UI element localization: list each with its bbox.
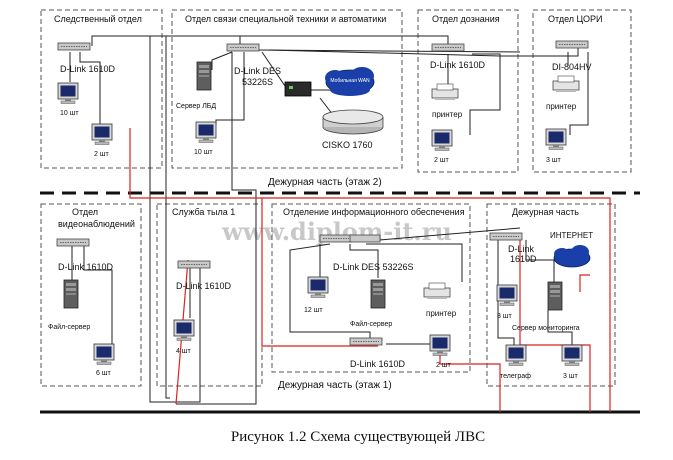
box-svyaz (171, 9, 403, 169)
switch-label: D-Link DES 53226S (333, 262, 414, 272)
switch-label: D-Link 1610D (350, 359, 406, 369)
switch-icon (349, 234, 381, 243)
wan-cloud-icon: Мобильная WAN (325, 67, 375, 96)
dept-title-line2: видеонаблюдений (58, 219, 135, 229)
router-icon (322, 109, 384, 135)
switch-label: D-Link DES (234, 66, 281, 76)
pc-monitor-icon (195, 121, 217, 143)
dept-title: Служба тыла 1 (172, 207, 235, 217)
pc-monitor-icon (545, 128, 567, 150)
server-label: Сервер ЛБД (176, 103, 216, 110)
dept-svyaz: Отдел связи специальной техники и автома… (176, 14, 386, 156)
dept-infosec: Отделение информационного обеспечения D-… (283, 207, 465, 369)
pc-monitor-icon (93, 343, 115, 365)
pc-count-label: 3 шт (497, 313, 512, 320)
pc-monitor-icon (561, 344, 583, 366)
printer-label: принтер (546, 102, 577, 111)
switch-icon (319, 234, 353, 243)
dept-title: Следственный отдел (54, 14, 142, 24)
internet-label: ИНТЕРНЕТ (550, 231, 593, 240)
box-video (40, 203, 142, 387)
floor-label-upper: Дежурная часть (этаж 2) (268, 177, 382, 188)
pc-monitor-icon (429, 334, 451, 356)
box-doznaniya (417, 9, 519, 173)
wan-label: Мобильная WAN (330, 78, 370, 84)
switch-icon (431, 43, 465, 52)
server-icon (370, 279, 386, 309)
switch-label: 53226S (242, 77, 273, 87)
box-tsori (532, 9, 632, 173)
modem-icon (284, 81, 312, 97)
wires-black (69, 35, 589, 405)
figure-caption: Рисунок 1.2 Схема существующей ЛВС (231, 429, 485, 445)
switch-icon (489, 232, 523, 241)
switch-label: 1610D (510, 254, 537, 264)
switch-icon (226, 43, 260, 52)
pc-count-label: 6 шт (96, 370, 111, 377)
printer-icon (552, 75, 580, 93)
pc-monitor-icon (91, 123, 113, 145)
switch-icon (349, 337, 383, 346)
dept-sledstvenny: Следственный отдел D-Link 1610D 10 шт 2 … (54, 14, 142, 158)
pc-count-label: 12 шт (304, 307, 323, 314)
switch-label: D-Link 1610D (430, 60, 486, 70)
server-label: Сервер мониторинга (512, 325, 580, 332)
printer-label: принтер (432, 110, 463, 119)
box-infosec (271, 203, 471, 373)
dept-doznaniya: Отдел дознания D-Link 1610D принтер 2 шт (430, 14, 500, 164)
server-label: Файл-сервер (350, 320, 392, 328)
switch-icon (56, 238, 90, 247)
box-duty (486, 203, 616, 387)
pc-monitor-icon (496, 284, 518, 306)
switch-label: D-Link (508, 244, 535, 254)
internet-cloud-icon (553, 245, 591, 268)
printer-icon (423, 282, 451, 300)
pc-monitor-icon (431, 129, 453, 151)
dept-title: Отдел дознания (432, 14, 500, 24)
router-label: CISKO 1760 (322, 140, 373, 150)
server-icon (63, 279, 79, 309)
server-label: Файл-сервер (48, 323, 90, 331)
dept-title: Дежурная часть (512, 207, 579, 217)
switch-icon (57, 42, 91, 51)
telegraph-label: телеграф (500, 373, 531, 380)
switch-icon (177, 260, 211, 269)
switch-icon (555, 40, 589, 49)
pc-count-label: 2 шт (434, 157, 449, 164)
pc-count-label: 4 шт (176, 348, 191, 355)
dept-video: Отдел видеонаблюдений D-Link 1610D Файл-… (48, 207, 135, 377)
pc-count-label: 2 шт (94, 151, 109, 158)
dept-duty: Дежурная часть D-Link 1610D ИНТЕРНЕТ 3 ш… (489, 207, 593, 380)
pc-count-label: 2 шт (436, 362, 451, 369)
box-sledstvenny (40, 9, 163, 169)
dept-title-line1: Отдел (72, 207, 98, 217)
pc-count-label: 3 шт (546, 157, 561, 164)
switch-label: D-Link 1610D (58, 262, 114, 272)
dept-title: Отдел ЦОРИ (548, 14, 602, 24)
pc-monitor-icon (505, 344, 527, 366)
pc-count-label: 10 шт (194, 149, 213, 156)
dept-tyl: Служба тыла 1 D-Link 1610D 4 шт (172, 207, 235, 355)
pc-monitor-icon (173, 319, 195, 341)
switch-label: D-Link 1610D (176, 281, 232, 291)
floor-label-lower: Дежурная часть (этаж 1) (278, 380, 392, 391)
pc-count-label: 3 шт (563, 373, 578, 380)
switch-label: D-Link 1610D (60, 64, 116, 74)
dept-tsori: Отдел ЦОРИ DI-804HV принтер 3 шт (545, 14, 602, 164)
dept-title: Отдел связи специальной техники и автома… (185, 14, 386, 24)
dept-title: Отделение информационного обеспечения (283, 207, 465, 217)
pc-count-label: 10 шт (60, 110, 79, 117)
printer-icon (431, 83, 459, 101)
pc-monitor-icon (307, 276, 329, 298)
pc-monitor-icon (57, 82, 79, 104)
switch-label: DI-804HV (552, 62, 592, 72)
server-icon (196, 61, 212, 91)
server-icon (547, 281, 563, 311)
printer-label: принтер (426, 309, 457, 318)
